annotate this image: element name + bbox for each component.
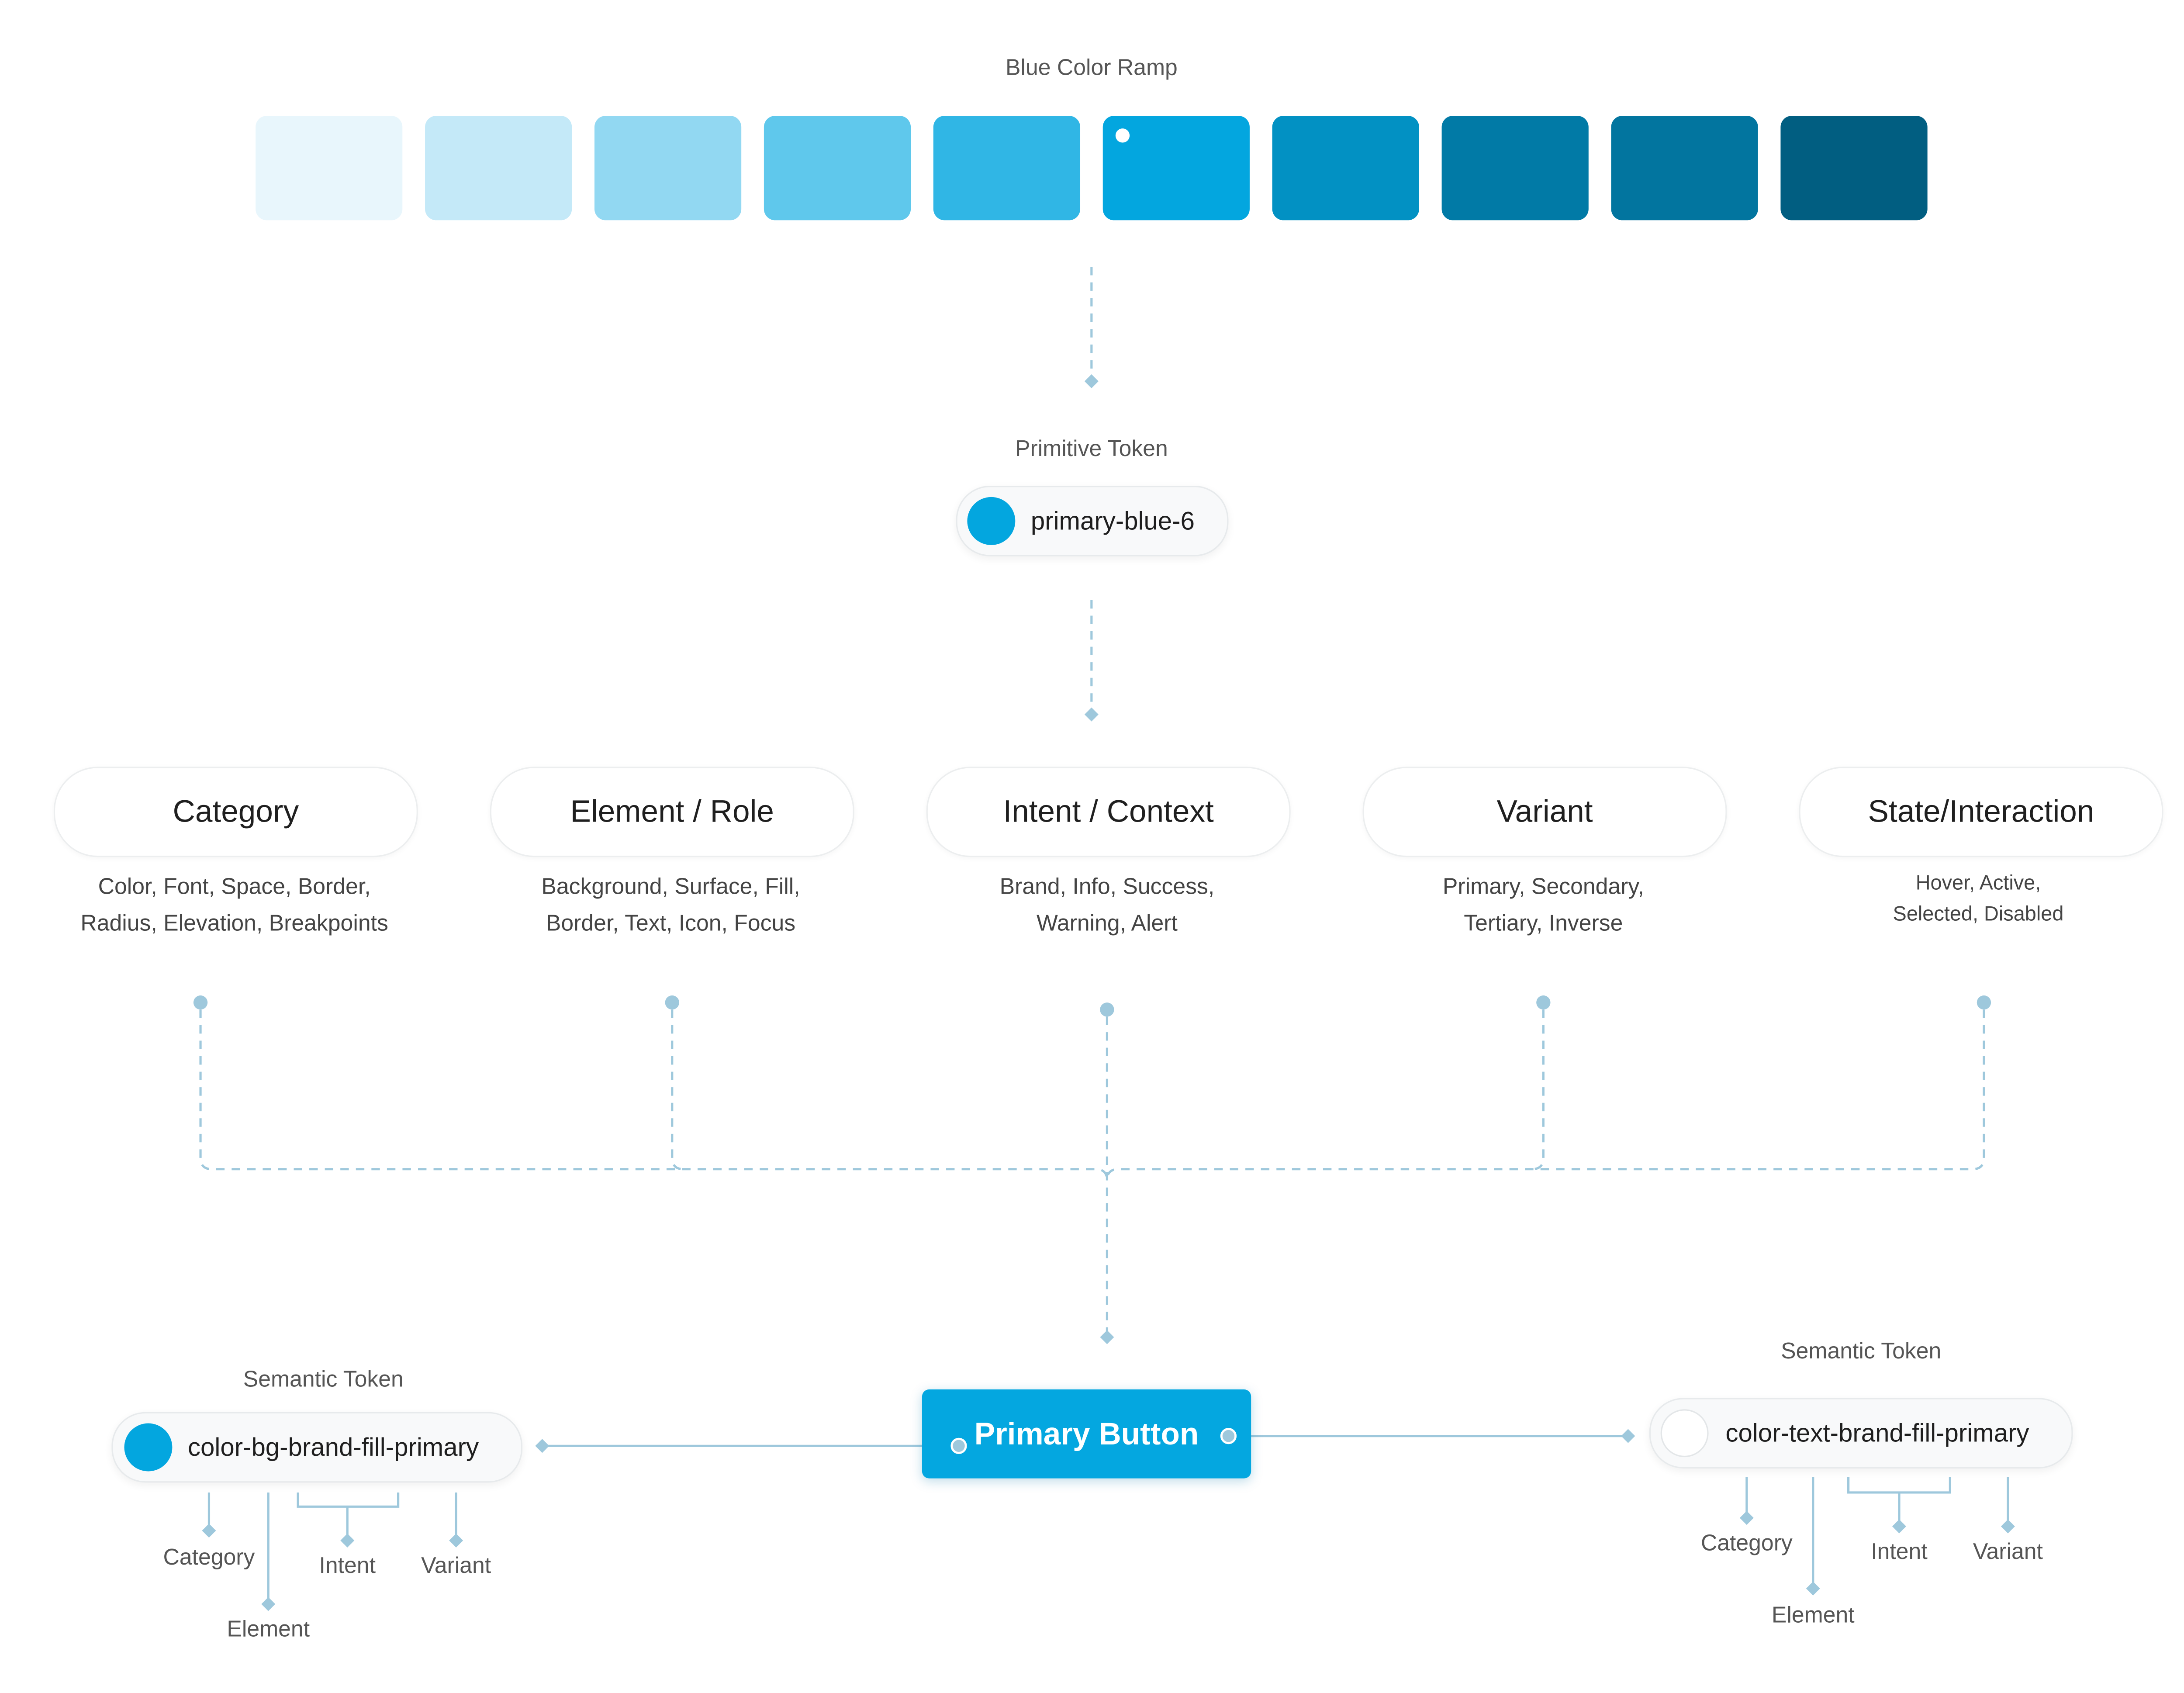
- primitive-token-pill[interactable]: primary-blue-6: [956, 486, 1229, 556]
- category-box-element-role: Element / Role: [490, 767, 854, 857]
- semantic-right-color-dot: [1660, 1409, 1709, 1458]
- ramp-swatch-6[interactable]: [1102, 116, 1250, 221]
- ramp-swatch-10[interactable]: [1780, 116, 1928, 221]
- description-line: Border, Text, Icon, Focus: [546, 912, 796, 936]
- semantic-left-color-dot: [124, 1423, 173, 1472]
- left-part-variant: Variant: [421, 1555, 491, 1579]
- description-line: Selected, Disabled: [1893, 903, 2064, 926]
- variant-description: Primary, Secondary, Tertiary, Inverse: [1443, 870, 1644, 943]
- ramp-swatch-8[interactable]: [1441, 116, 1589, 221]
- ramp-swatch-9[interactable]: [1611, 116, 1758, 221]
- button-right-anchor-dot: [1220, 1428, 1237, 1444]
- category-title: Variant: [1496, 793, 1593, 829]
- category-title: Intent / Context: [1003, 793, 1214, 829]
- semantic-right-token-name: color-text-brand-fill-primary: [1725, 1418, 2029, 1447]
- semantic-token-right-pill[interactable]: color-text-brand-fill-primary: [1649, 1398, 2073, 1469]
- semantic-left-token-name: color-bg-brand-fill-primary: [187, 1432, 479, 1461]
- semantic-token-left-label: Semantic Token: [243, 1368, 404, 1392]
- element-anchor-dot: [665, 995, 679, 1010]
- state-branch-line: [1106, 1009, 1985, 1181]
- left-part-element: Element: [227, 1618, 310, 1642]
- intent-anchor-dot: [1100, 1002, 1114, 1017]
- ramp-swatch-4[interactable]: [764, 116, 911, 221]
- right-part-variant: Variant: [1973, 1540, 2043, 1565]
- description-line: Tertiary, Inverse: [1464, 912, 1623, 936]
- category-title: Category: [173, 793, 299, 829]
- element-branch-line: [671, 1009, 684, 1171]
- description-line: Background, Surface, Fill,: [541, 875, 800, 900]
- description-line: Warning, Alert: [1036, 912, 1178, 936]
- semantic-token-right-label: Semantic Token: [1781, 1340, 1942, 1364]
- description-line: Hover, Active,: [1915, 872, 2041, 895]
- variant-anchor-dot: [1536, 995, 1551, 1010]
- right-part-intent: Intent: [1871, 1540, 1928, 1565]
- semantic-token-left-pill[interactable]: color-bg-brand-fill-primary: [111, 1412, 523, 1483]
- left-part-category: Category: [163, 1546, 255, 1570]
- primary-button[interactable]: Primary Button: [922, 1389, 1251, 1479]
- right-part-category: Category: [1700, 1532, 1793, 1556]
- ramp-swatch-5[interactable]: [933, 116, 1081, 221]
- category-description: Color, Font, Space, Border, Radius, Elev…: [80, 870, 388, 943]
- ramp-title: Blue Color Ramp: [1005, 56, 1178, 81]
- description-line: Radius, Elevation, Breakpoints: [80, 912, 388, 936]
- description-line: Color, Font, Space, Border,: [98, 875, 371, 900]
- variant-branch-line: [1532, 1009, 1545, 1171]
- state-interaction-description: Hover, Active, Selected, Disabled: [1893, 868, 2064, 930]
- category-box-intent-context: Intent / Context: [926, 767, 1291, 857]
- state-anchor-dot: [1977, 995, 1991, 1010]
- category-anchor-dot: [193, 995, 208, 1010]
- button-left-anchor-dot: [950, 1437, 967, 1454]
- left-part-intent: Intent: [319, 1555, 376, 1579]
- ramp-swatch-1[interactable]: [256, 116, 403, 221]
- primitive-token-label: Primitive Token: [1015, 438, 1168, 462]
- description-line: Primary, Secondary,: [1442, 875, 1644, 900]
- ramp-swatch-2[interactable]: [425, 116, 572, 221]
- category-branch-line: [199, 1009, 1109, 1181]
- intent-context-description: Brand, Info, Success, Warning, Alert: [1000, 870, 1215, 943]
- description-line: Brand, Info, Success,: [999, 875, 1215, 900]
- ramp-swatch-7[interactable]: [1272, 116, 1419, 221]
- ramp-swatch-3[interactable]: [594, 116, 742, 221]
- selected-swatch-indicator: [1115, 128, 1130, 143]
- right-part-element: Element: [1771, 1604, 1855, 1628]
- primary-button-label: Primary Button: [974, 1415, 1199, 1451]
- category-title: Element / Role: [570, 793, 774, 829]
- category-box-variant: Variant: [1362, 767, 1727, 857]
- category-box-category: Category: [53, 767, 418, 857]
- primitive-token-name: primary-blue-6: [1030, 506, 1195, 535]
- category-box-state-interaction: State/Interaction: [1799, 767, 2163, 857]
- primitive-color-dot: [967, 497, 1016, 545]
- element-role-description: Background, Surface, Fill, Border, Text,…: [541, 870, 800, 943]
- category-title: State/Interaction: [1868, 793, 2094, 829]
